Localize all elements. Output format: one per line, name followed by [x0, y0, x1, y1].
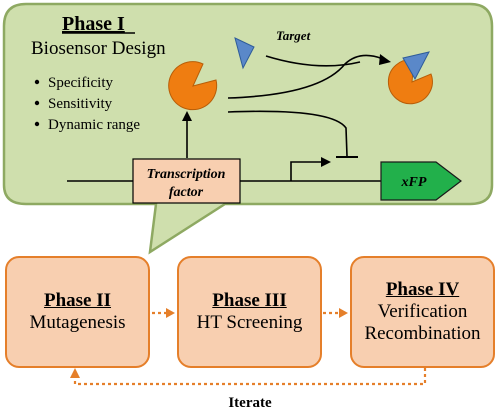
arrowhead-phase2-to-phase3	[166, 308, 175, 318]
bound-target-icon	[402, 51, 430, 81]
tf-gene-box	[132, 158, 241, 204]
target-molecule-icon	[234, 37, 255, 70]
bullet-dynamic-range: Dynamic range	[48, 117, 140, 133]
phase4-title: Phase IV	[385, 279, 460, 300]
repression-line	[227, 110, 348, 157]
binding-arrow-target	[265, 55, 361, 67]
phase2-description: Mutagenesis	[29, 312, 126, 333]
iterate-label: Iterate	[228, 395, 272, 411]
promoter-arrow	[290, 161, 322, 181]
bullet-dot	[34, 121, 40, 127]
tf-gene-label-line1: Transcription	[147, 167, 226, 182]
bullet-dot	[34, 100, 40, 106]
phase3-title: Phase III	[212, 290, 287, 311]
phase1-bullet-list: Specificity Sensitivity Dynamic range	[34, 75, 140, 133]
arrowhead-phase3-to-phase4	[339, 308, 348, 318]
phase4-description-line1: Verification	[377, 301, 468, 322]
tf-gene-label-line2: factor	[169, 185, 204, 200]
target-label: Target	[276, 28, 311, 43]
transcription-factor-icon	[168, 61, 218, 111]
binding-arrow-main	[227, 54, 384, 99]
iterate-loop-arrow	[73, 368, 427, 386]
phase1-bubble	[2, 2, 494, 255]
bullet-dot	[34, 79, 40, 85]
reporter-label: xFP	[401, 175, 427, 190]
phase2-panel: Phase II Mutagenesis	[5, 256, 150, 368]
promoter-arrowhead	[321, 157, 331, 167]
phase1-title: Phase I	[62, 13, 125, 35]
bullet-specificity: Specificity	[48, 75, 113, 91]
phase1-subtitle: Biosensor Design	[31, 38, 166, 59]
phase3-description: HT Screening	[196, 312, 303, 333]
bound-transcription-factor-icon	[387, 59, 433, 105]
phase3-panel: Phase III HT Screening	[177, 256, 322, 368]
phase4-panel: Phase IV Verification Recombination	[350, 256, 495, 368]
bullet-sensitivity: Sensitivity	[48, 96, 113, 112]
expression-arrowhead	[182, 111, 192, 121]
reporter-gene-icon	[380, 161, 462, 201]
binding-arrowhead	[379, 54, 391, 65]
iterate-loop-arrowhead	[70, 368, 80, 378]
phase4-description-line2: Recombination	[364, 323, 481, 344]
phase2-title: Phase II	[43, 290, 112, 311]
